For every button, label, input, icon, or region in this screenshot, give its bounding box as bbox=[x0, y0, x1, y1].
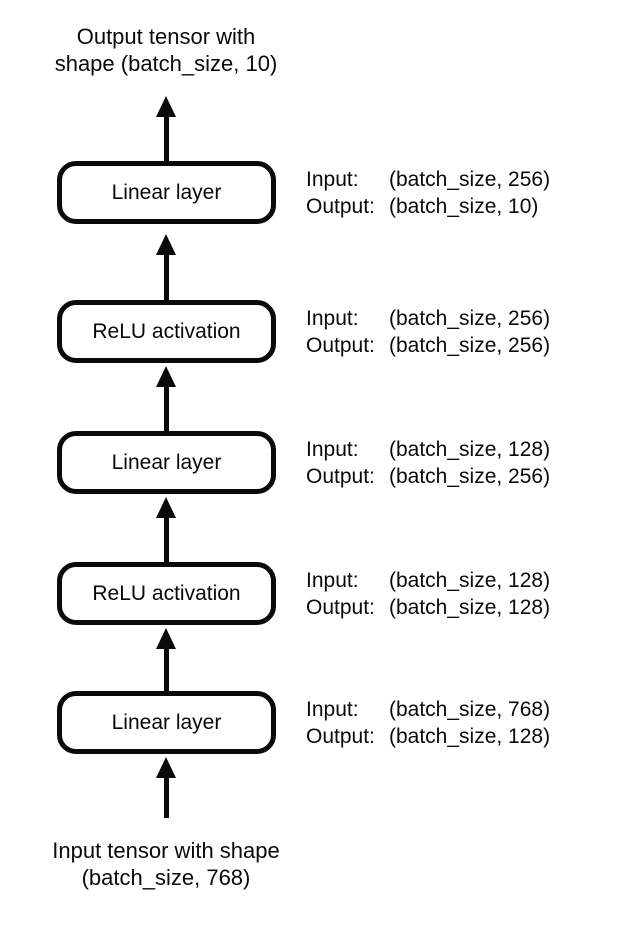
io-input-row: Input: (batch_size, 128) bbox=[306, 567, 550, 594]
input-tensor-label-line1: Input tensor with shape bbox=[52, 838, 280, 863]
io-input-row: Input: (batch_size, 128) bbox=[306, 436, 550, 463]
flow-arrow-output bbox=[156, 96, 176, 162]
io-input-shape: (batch_size, 256) bbox=[389, 168, 551, 191]
io-output-shape: (batch_size, 256) bbox=[389, 465, 551, 488]
io-output-shape: (batch_size, 128) bbox=[389, 725, 551, 748]
io-output-row: Output: (batch_size, 128) bbox=[306, 723, 550, 750]
output-tensor-label: Output tensor with shape (batch_size, 10… bbox=[1, 23, 331, 77]
io-output-row: Output: (batch_size, 128) bbox=[306, 594, 550, 621]
io-annotation-1: Input: (batch_size, 256) Output: (batch_… bbox=[306, 166, 550, 220]
arrow-head-icon bbox=[156, 366, 176, 387]
flow-arrow-3-4 bbox=[156, 366, 176, 431]
arrow-head-icon bbox=[156, 234, 176, 255]
input-tensor-label: Input tensor with shape (batch_size, 768… bbox=[1, 837, 331, 891]
output-tensor-label-line1: Output tensor with bbox=[76, 24, 256, 49]
arrow-shaft bbox=[163, 255, 169, 300]
io-output-shape: (batch_size, 10) bbox=[389, 195, 539, 218]
layer-label: Linear layer bbox=[111, 710, 222, 734]
io-input-row: Input: (batch_size, 256) bbox=[306, 305, 550, 332]
io-annotation-3: Input: (batch_size, 128) Output: (batch_… bbox=[306, 436, 550, 490]
output-tensor-label-line2: shape (batch_size, 10) bbox=[54, 51, 278, 76]
io-output-row: Output: (batch_size, 256) bbox=[306, 463, 550, 490]
layer-box-relu-lower: ReLU activation bbox=[57, 562, 276, 625]
io-annotation-4: Input: (batch_size, 128) Output: (batch_… bbox=[306, 567, 550, 621]
arrow-shaft bbox=[163, 518, 169, 562]
arrow-shaft bbox=[163, 649, 169, 691]
io-input-key: Input: bbox=[306, 698, 359, 721]
io-input-shape: (batch_size, 128) bbox=[389, 569, 551, 592]
io-output-shape: (batch_size, 128) bbox=[389, 596, 551, 619]
layer-box-linear-top: Linear layer bbox=[57, 161, 276, 224]
io-annotation-2: Input: (batch_size, 256) Output: (batch_… bbox=[306, 305, 550, 359]
io-input-shape: (batch_size, 128) bbox=[389, 438, 551, 461]
layer-label: Linear layer bbox=[111, 180, 222, 204]
io-input-key: Input: bbox=[306, 569, 359, 592]
layer-label: ReLU activation bbox=[92, 581, 241, 605]
arrow-head-icon bbox=[156, 96, 176, 117]
flow-arrow-input bbox=[156, 757, 176, 818]
io-output-row: Output: (batch_size, 10) bbox=[306, 193, 550, 220]
io-input-shape: (batch_size, 768) bbox=[389, 698, 551, 721]
arrow-shaft bbox=[163, 387, 169, 431]
io-output-key: Output: bbox=[306, 725, 375, 748]
io-input-shape: (batch_size, 256) bbox=[389, 307, 551, 330]
io-input-key: Input: bbox=[306, 438, 359, 461]
io-input-row: Input: (batch_size, 768) bbox=[306, 696, 550, 723]
arrow-shaft bbox=[163, 778, 169, 818]
layer-label: ReLU activation bbox=[92, 319, 241, 343]
layer-box-linear-bottom: Linear layer bbox=[57, 691, 276, 754]
arrow-shaft bbox=[163, 117, 169, 162]
io-input-key: Input: bbox=[306, 307, 359, 330]
flow-arrow-4-5 bbox=[156, 234, 176, 300]
io-output-row: Output: (batch_size, 256) bbox=[306, 332, 550, 359]
io-output-key: Output: bbox=[306, 334, 375, 357]
io-annotation-5: Input: (batch_size, 768) Output: (batch_… bbox=[306, 696, 550, 750]
arrow-head-icon bbox=[156, 497, 176, 518]
layer-box-linear-middle: Linear layer bbox=[57, 431, 276, 494]
io-output-key: Output: bbox=[306, 195, 375, 218]
io-input-row: Input: (batch_size, 256) bbox=[306, 166, 550, 193]
io-output-shape: (batch_size, 256) bbox=[389, 334, 551, 357]
io-output-key: Output: bbox=[306, 596, 375, 619]
arrow-head-icon bbox=[156, 757, 176, 778]
flow-arrow-1-2 bbox=[156, 628, 176, 691]
io-output-key: Output: bbox=[306, 465, 375, 488]
layer-label: Linear layer bbox=[111, 450, 222, 474]
layer-box-relu-upper: ReLU activation bbox=[57, 300, 276, 363]
flow-arrow-2-3 bbox=[156, 497, 176, 562]
io-input-key: Input: bbox=[306, 168, 359, 191]
input-tensor-label-line2: (batch_size, 768) bbox=[81, 865, 251, 890]
arrow-head-icon bbox=[156, 628, 176, 649]
